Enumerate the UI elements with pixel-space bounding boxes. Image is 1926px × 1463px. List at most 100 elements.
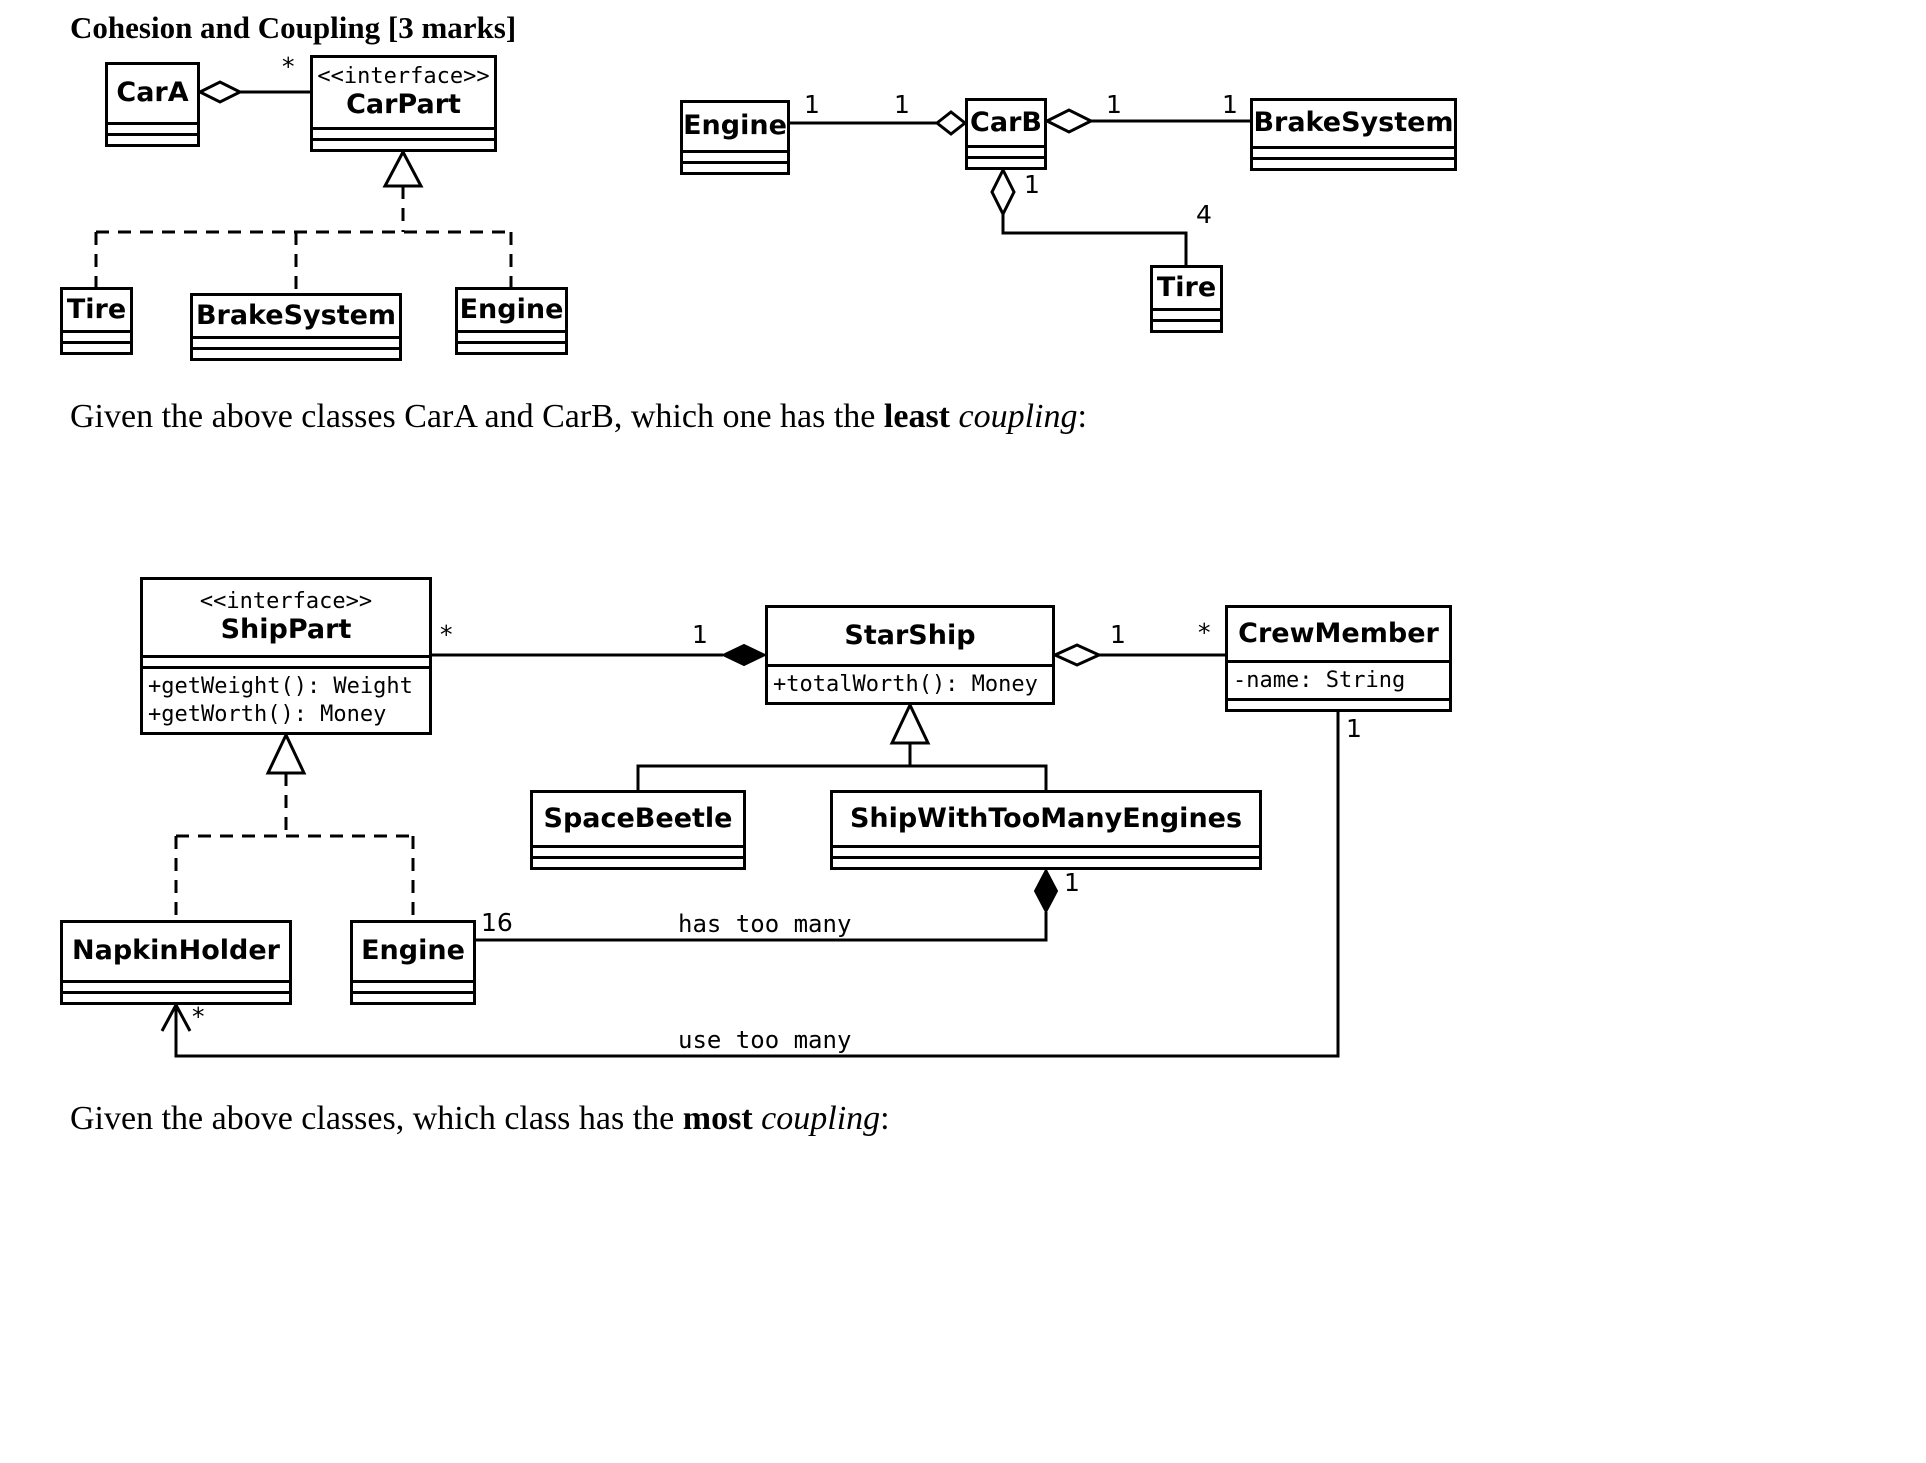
method-signature: +getWorth(): Money [148, 701, 387, 727]
operations-compartment [313, 138, 494, 149]
attributes-compartment [833, 845, 1259, 856]
attributes-compartment [143, 655, 429, 666]
class-name: SpaceBeetle [543, 802, 733, 834]
attribute-signature: -name: String [1233, 667, 1406, 693]
class-box-brakesystem-b: BrakeSystem [1250, 98, 1457, 171]
multiplicity-label: 16 [481, 908, 513, 937]
multiplicity-label: 1 [1024, 170, 1040, 199]
class-name: Engine [361, 935, 465, 967]
operations-compartment [683, 161, 787, 172]
edge-shippart-realizations [174, 731, 415, 920]
operations-compartment [458, 341, 565, 352]
question-2-suffix: : [880, 1100, 890, 1137]
edge-label-has-too-many: has too many [678, 910, 852, 938]
multiplicity-label: 1 [1064, 868, 1080, 897]
open-arrowhead-icon [160, 1004, 178, 1032]
operations-compartment [1153, 319, 1220, 330]
aggregation-diamond-icon [934, 110, 968, 136]
question-2-bold: most [682, 1100, 753, 1137]
question-1-prefix: Given the above classes CarA and CarB, w… [70, 398, 884, 435]
multiplicity-label: 1 [1346, 714, 1362, 743]
edge-carb-tire-aggregation [990, 166, 1188, 265]
operations-compartment [353, 991, 473, 1002]
class-name: BrakeSystem [195, 299, 397, 331]
multiplicity-label: * [282, 52, 295, 81]
operations-compartment [1253, 157, 1454, 168]
stereotype-label: <<interface>> [199, 588, 373, 614]
class-box-shippart: <<interface>> ShipPart +getWeight(): Wei… [140, 577, 432, 735]
question-2-sep [753, 1100, 762, 1137]
class-name: Tire [66, 293, 127, 325]
multiplicity-label: 1 [804, 90, 820, 119]
multiplicity-label: 4 [1196, 200, 1212, 229]
class-name: BrakeSystem [1253, 107, 1454, 139]
attributes-compartment [1253, 146, 1454, 157]
class-header: <<interface>> ShipPart [143, 580, 429, 655]
aggregation-diamond-icon [1051, 643, 1103, 667]
aggregation-diamond-icon [990, 166, 1016, 218]
operations-compartment [63, 341, 130, 352]
class-name: ShipPart [220, 614, 352, 646]
class-box-cara: CarA [105, 62, 200, 147]
class-name: NapkinHolder [72, 935, 280, 967]
attributes-compartment [313, 127, 494, 138]
class-name: Engine [459, 293, 564, 325]
aggregation-diamond-icon [1043, 108, 1095, 134]
edge-starship-generalizations [636, 701, 1048, 790]
class-box-spacebeetle: SpaceBeetle [530, 790, 746, 870]
question-2-italic: coupling [761, 1100, 881, 1137]
class-box-tire-b: Tire [1150, 265, 1223, 333]
class-box-tire: Tire [60, 287, 133, 355]
attributes-compartment [63, 330, 130, 341]
class-box-napkinholder: NapkinHolder [60, 920, 292, 1005]
method-signature: +getWeight(): Weight [148, 674, 413, 699]
operations-compartment [108, 133, 197, 144]
class-box-crewmember: CrewMember -name: String [1225, 605, 1452, 712]
generalization-triangle-icon [382, 148, 424, 188]
edge-label-use-too-many: use too many [678, 1026, 852, 1054]
class-name: CrewMember [1238, 617, 1439, 649]
operations-compartment [533, 856, 743, 867]
multiplicity-label: * [440, 620, 453, 649]
class-box-engine2: Engine [350, 920, 476, 1005]
edge-starship-crewmember-aggregation [1051, 643, 1225, 667]
edge-carpart-realizations [94, 148, 513, 293]
class-box-engine-b: Engine [680, 100, 790, 175]
operations-compartment [968, 156, 1044, 167]
edge-carb-brakesystem-aggregation [1043, 108, 1250, 134]
attributes-compartment: -name: String [1228, 659, 1449, 699]
class-box-shipwithtoomanyengines: ShipWithTooManyEngines [830, 790, 1262, 870]
attributes-compartment [533, 845, 743, 856]
question-1-sep [950, 398, 959, 435]
aggregation-diamond-icon [196, 80, 244, 104]
composition-diamond-icon [720, 643, 768, 667]
class-name: ShipWithTooManyEngines [849, 802, 1243, 834]
attributes-compartment [108, 122, 197, 133]
edge-cara-carpart-aggregation [196, 80, 310, 104]
multiplicity-label: 1 [894, 90, 910, 119]
multiplicity-label: * [1198, 618, 1211, 647]
multiplicity-label: 1 [1222, 90, 1238, 119]
question-1-italic: coupling [958, 398, 1078, 435]
question-2: Given the above classes, which class has… [70, 1100, 890, 1138]
operations-compartment [833, 856, 1259, 867]
stereotype-label: <<interface>> [317, 63, 490, 89]
class-name: Tire [1156, 271, 1217, 303]
class-box-carb: CarB [965, 98, 1047, 170]
method-signature: +totalWorth(): Money [773, 671, 1038, 697]
attributes-compartment [1153, 308, 1220, 319]
attributes-compartment [683, 150, 787, 161]
class-name: CarA [116, 77, 189, 109]
open-arrowhead-icon [174, 1004, 192, 1032]
attributes-compartment [353, 980, 473, 991]
question-2-prefix: Given the above classes, which class has… [70, 1100, 683, 1137]
page-title: Cohesion and Coupling [3 marks] [70, 10, 517, 45]
multiplicity-label: 1 [1106, 90, 1122, 119]
question-1-bold: least [883, 398, 950, 435]
composition-diamond-icon [1033, 867, 1059, 915]
operations-compartment: +totalWorth(): Money [768, 663, 1052, 703]
attributes-compartment [63, 980, 289, 991]
attributes-compartment [968, 145, 1044, 156]
